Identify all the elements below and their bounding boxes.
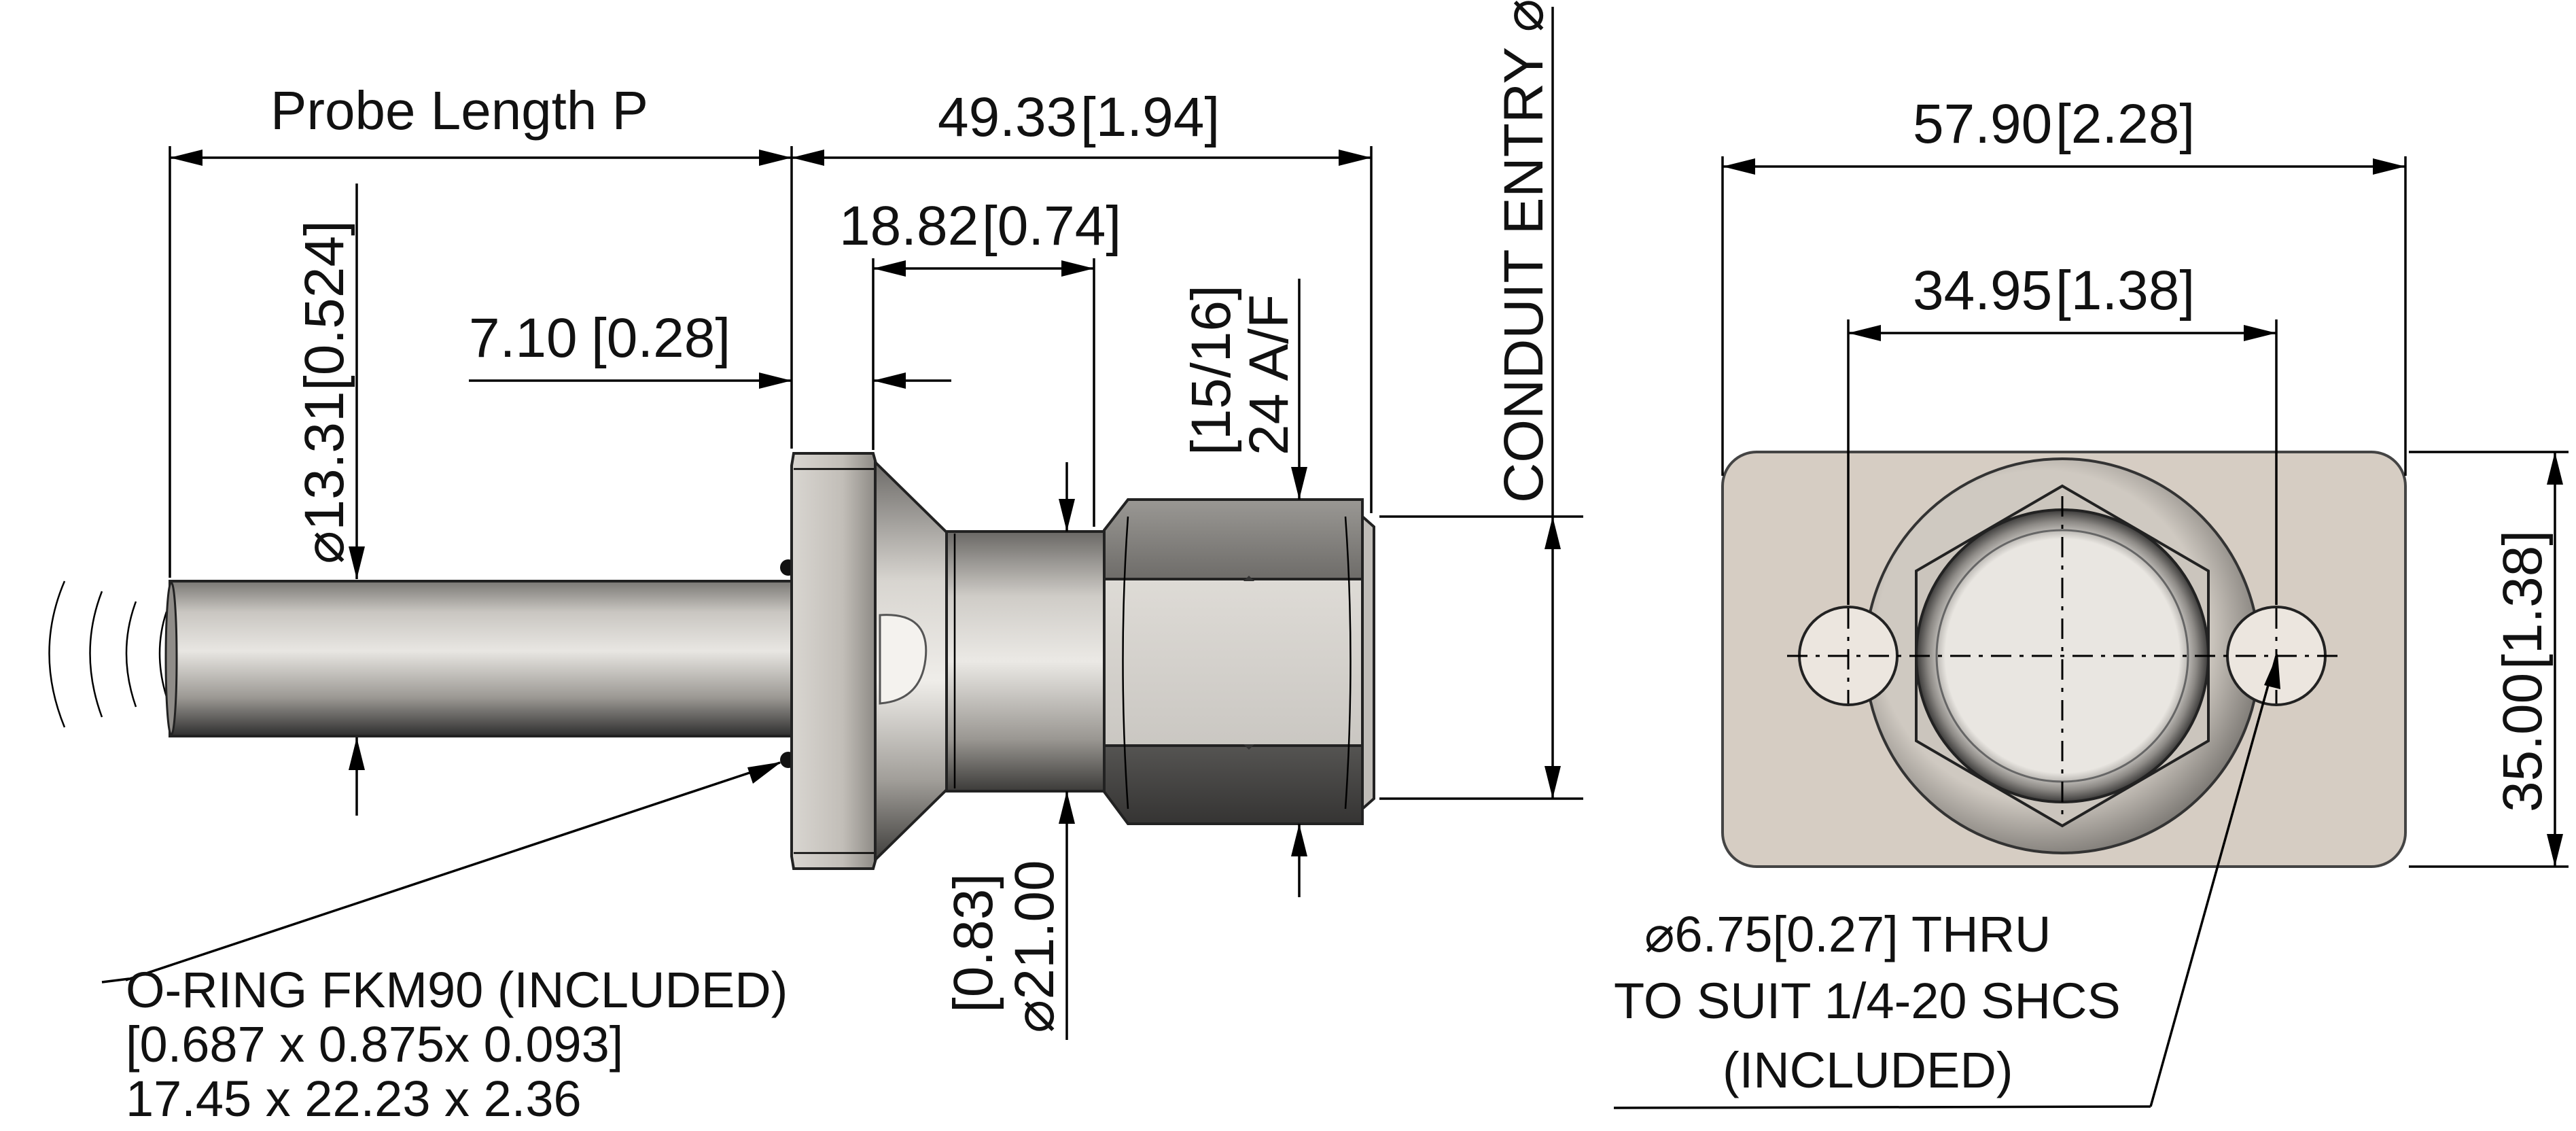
plate-width-mm: 57.90 [1913,93,2052,155]
dim-overall-in: [1.94] [1080,86,1220,148]
hole-note-line3: (INCLUDED) [1723,1042,2013,1098]
o-ring-note-line3: 17.45 x 22.23 x 2.36 [126,1071,582,1127]
hole-note-line2: TO SUIT 1/4-20 SHCS [1614,973,2121,1029]
dim-flange-thickness: 7.10 [0.28] [469,307,951,389]
conduit-entry-label: CONDUIT ENTRY ⌀ [1493,0,1555,503]
dim-overall-mm: 49.33 [938,86,1077,148]
dim-probe-length: Probe Length P [169,80,793,578]
plate-width-in: [2.28] [2055,93,2195,155]
dim-flange-mm: 7.10 [469,307,578,369]
dim-hex-across-flats: [15/16] 24 A/F [1180,279,1307,897]
dim-probe-dia-mm: ⌀13.31 [294,391,355,564]
dim-plate-width: 57.90 [2.28] [1721,93,2407,476]
dim-hole-spacing: 34.95 [1.38] [1847,260,2278,605]
plate-height-in: [1.38] [2492,530,2554,669]
dim-flange-in: [0.28] [591,307,730,369]
body-dia-mm: ⌀21.00 [1004,860,1065,1033]
hole-spacing-mm: 34.95 [1913,260,2052,321]
o-ring-callout: O-RING FKM90 (INCLUDED) [0.687 x 0.875x … [101,761,788,1127]
hole-callout: ⌀6.75[0.27] THRU TO SUIT 1/4-20 SHCS (IN… [1613,654,2280,1109]
sensing-wave-icon [48,580,168,728]
probe-length-label: Probe Length P [270,80,648,141]
body-cylinder [945,530,1106,793]
dim-body-diameter: [0.83] ⌀21.00 [942,462,1075,1040]
mounting-flange [790,452,878,870]
dim-nut-offset: 18.82 [0.74] [839,195,1121,527]
dim-nut-offset-in: [0.74] [982,195,1121,257]
hole-note-line1: ⌀6.75[0.27] THRU [1644,906,2051,962]
dim-probe-dia-in: [0.524] [294,220,355,391]
hex-af-in: [15/16] [1180,285,1242,455]
dim-conduit-entry: CONDUIT ENTRY ⌀ [1379,0,1583,800]
o-ring-note-line2: [0.687 x 0.875x 0.093] [126,1016,623,1073]
side-view: Probe Length P 49.33 [1.94] 18.82 [0.74] [48,0,1583,1127]
dim-overall-length: 49.33 [1.94] [792,86,1373,513]
probe-rod [169,580,796,737]
dim-probe-diameter: ⌀13.31 [0.524] [294,184,365,816]
o-ring-note-line1: O-RING FKM90 (INCLUDED) [126,962,788,1018]
plate-height-mm: 35.00 [2492,673,2554,812]
body-dia-in: [0.83] [942,873,1004,1013]
conduit-end-cap [1361,513,1375,812]
hole-spacing-in: [1.38] [2055,260,2195,321]
hex-af-mm: 24 A/F [1238,294,1300,455]
end-view: 57.90 [2.28] 34.95 [1.38] 35.00 [1.38] [1613,93,2569,1109]
dim-nut-offset-mm: 18.82 [839,195,978,257]
hex-nut [1103,498,1364,825]
dim-plate-height: 35.00 [1.38] [2409,451,2569,868]
